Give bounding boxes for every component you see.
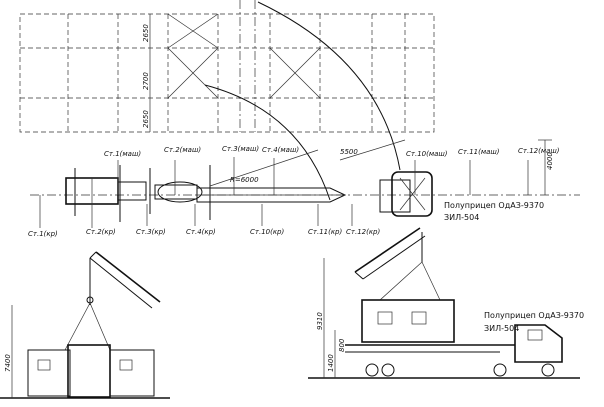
- label-st4-kr: Ст.4(кр): [186, 228, 216, 236]
- trailer-plan-caption-line2: ЗИЛ-504: [444, 213, 479, 222]
- dim-4000: 4000: [546, 152, 554, 170]
- building-plan-grid: [19, 0, 435, 133]
- trailer-side-caption-line1: Полуприцеп ОдАЗ-9370: [484, 311, 584, 320]
- dim-5500: 5500: [340, 148, 358, 156]
- dim-1400: 1400: [327, 354, 335, 372]
- dimension-4000: 4000: [538, 139, 554, 195]
- label-st3-mash: Ст.3(маш): [222, 145, 259, 153]
- trailer-plan-view: Полуприцеп ОдАЗ-9370 ЗИЛ-504: [379, 171, 544, 222]
- label-st12-kr: Ст.12(кр): [346, 228, 381, 236]
- dim-2650-top: 2650: [142, 24, 150, 42]
- label-st12-mash: Ст.12(маш): [518, 147, 560, 155]
- label-st4-mash: Ст.4(маш): [262, 146, 299, 154]
- label-st2-kr: Ст.2(кр): [86, 228, 116, 236]
- dim-800: 800: [338, 338, 346, 352]
- dim-9310: 9310: [316, 312, 324, 330]
- radius-r6000: R=6000: [230, 176, 259, 184]
- dimension-chain-vertical: 2650 2700 2650: [142, 14, 151, 132]
- trailer-plan-caption-line1: Полуприцеп ОдАЗ-9370: [444, 201, 544, 210]
- trailer-side-caption-line2: ЗИЛ-504: [484, 324, 519, 333]
- label-st11-mash: Ст.11(маш): [458, 148, 500, 156]
- machine-station-labels: Ст.1(маш) Ст.2(маш) Ст.3(маш) Ст.4(маш) …: [104, 145, 560, 195]
- label-st2-mash: Ст.2(маш): [164, 146, 201, 154]
- dim-2650-low: 2650: [142, 110, 150, 128]
- crane-station-labels: Ст.1(кр) Ст.2(кр) Ст.3(кр) Ст.4(кр) Ст.1…: [28, 195, 381, 238]
- trailer-side-elevation: 9310 1400 800 Полуприцеп ОдАЗ-9370 ЗИЛ-5…: [308, 227, 584, 379]
- label-st1-mash: Ст.1(маш): [104, 150, 141, 158]
- label-st10-mash: Ст.10(маш): [406, 150, 448, 158]
- dim-7400: 7400: [4, 354, 12, 372]
- label-st11-kr: Ст.11(кр): [308, 228, 343, 236]
- cabin-lift-elevation: 7400: [0, 251, 170, 399]
- label-st1-kr: Ст.1(кр): [28, 230, 58, 238]
- label-st3-kr: Ст.3(кр): [136, 228, 166, 236]
- label-st10-kr: Ст.10(кр): [250, 228, 285, 236]
- dim-2700: 2700: [142, 72, 150, 90]
